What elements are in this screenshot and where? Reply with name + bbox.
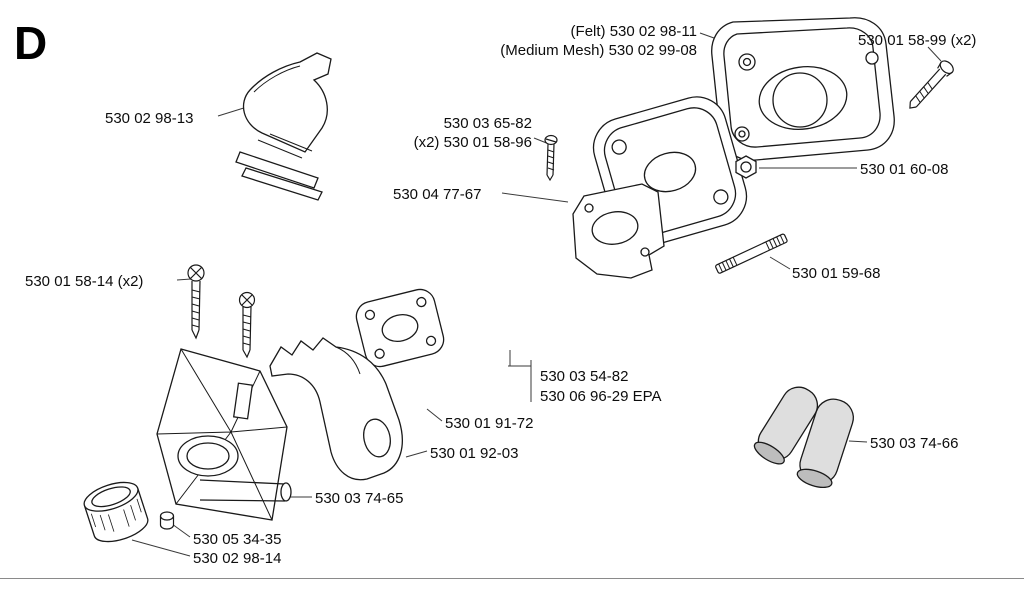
label-cover-screws: 530 01 58-99 (x2) xyxy=(858,32,977,49)
footer-rule xyxy=(0,578,1024,579)
label-group-filter: 530 03 65-82 (x2) 530 01 58-96 xyxy=(340,114,532,152)
part-clamp xyxy=(753,386,854,489)
section-letter: D xyxy=(14,17,48,69)
label-filter-screws: (x2) 530 01 58-96 xyxy=(413,134,532,151)
label-assembly-epa: 530 06 96-29 EPA xyxy=(540,388,662,405)
label-manifold: 530 01 92-03 xyxy=(430,445,519,462)
part-manifold xyxy=(269,337,403,481)
label-plug: 530 05 34-35 xyxy=(193,531,282,548)
label-assembly: 530 03 54-82 xyxy=(540,368,629,385)
label-felt: (Felt) 530 02 98-11 xyxy=(570,23,697,40)
part-air-deflector xyxy=(235,52,332,201)
part-filter-screw xyxy=(544,134,558,182)
label-mount-screws: 530 01 58-14 (x2) xyxy=(25,273,144,290)
part-nut xyxy=(735,155,757,179)
label-stud: 530 01 59-68 xyxy=(792,265,881,282)
label-carb-gasket: 530 04 77-67 xyxy=(393,186,482,203)
part-cover-screw xyxy=(909,60,954,109)
part-intake-gasket xyxy=(355,288,445,368)
label-medium-mesh: (Medium Mesh) 530 02 99-08 xyxy=(500,42,697,59)
label-collar: 530 02 98-14 xyxy=(193,550,282,567)
part-air-filter-cover xyxy=(711,17,895,161)
label-group-felt-mesh: (Felt) 530 02 98-11 (Medium Mesh) 530 02… xyxy=(400,22,697,60)
part-stud xyxy=(715,233,788,274)
label-clamp: 530 03 74-66 xyxy=(870,435,959,452)
part-mount-screw-2 xyxy=(238,291,256,359)
part-airbox-frame xyxy=(156,348,292,521)
label-deflector: 530 02 98-13 xyxy=(105,110,194,127)
part-plug xyxy=(159,511,175,530)
part-mount-screw-1 xyxy=(187,264,205,340)
leader-lines xyxy=(131,32,942,557)
part-carb-gasket xyxy=(572,183,665,279)
label-intake-gasket: 530 01 91-72 xyxy=(445,415,534,432)
label-filter-plate: 530 03 65-82 xyxy=(443,115,532,132)
label-nut: 530 01 60-08 xyxy=(860,161,949,178)
part-collar xyxy=(83,481,149,543)
label-airbox: 530 03 74-65 xyxy=(315,490,404,507)
